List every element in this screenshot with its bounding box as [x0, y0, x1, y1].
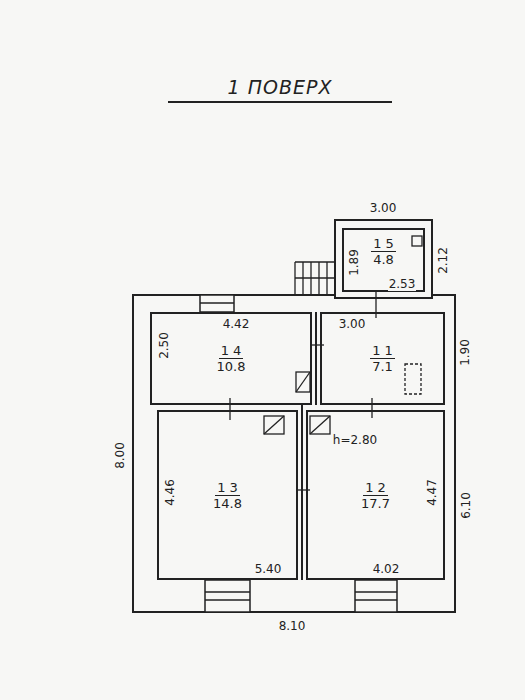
- dimension-label: 8.10: [278, 620, 307, 633]
- dimension-label: 4.47: [426, 478, 439, 507]
- room-number: 1 1: [370, 343, 395, 359]
- outer-wall: [133, 295, 455, 612]
- dimension-label: 8.00: [114, 441, 127, 470]
- floor-title: 1 ПОВЕРХ: [228, 76, 333, 98]
- dimension-label: 1.89: [348, 248, 361, 277]
- room-number: 1 5: [371, 236, 396, 252]
- room: 1 314.8: [157, 410, 298, 580]
- stove: [264, 416, 284, 434]
- window: [355, 599, 397, 601]
- partition-wall: [315, 312, 317, 405]
- dimension-label: 1.90: [459, 338, 472, 367]
- dimension-label: 2.50: [158, 331, 171, 360]
- dimension-label: 3.00: [369, 202, 398, 215]
- window: [205, 591, 250, 593]
- dimension-label: 4.42: [222, 318, 251, 331]
- dimension-label: 4.46: [164, 478, 177, 507]
- room-number: 1 4: [219, 343, 244, 359]
- window: [355, 591, 397, 593]
- dimension-label: 2.53: [388, 278, 417, 291]
- room-number: 1 3: [215, 480, 240, 496]
- window: [355, 580, 397, 612]
- room-area: 10.8: [215, 359, 248, 374]
- partition-wall: [301, 405, 303, 580]
- stair: [295, 277, 335, 278]
- sink: [405, 364, 421, 394]
- door-tick: [371, 398, 372, 418]
- window: [205, 580, 250, 612]
- stove: [296, 372, 310, 392]
- room-area: 7.1: [370, 359, 395, 374]
- fixture: [412, 236, 422, 246]
- stove: [310, 416, 330, 434]
- dimension-label: h=2.80: [332, 434, 378, 447]
- dimension-label: 3.00: [338, 318, 367, 331]
- stair: [295, 261, 335, 262]
- room-area: 4.8: [371, 252, 396, 267]
- title-underline: [168, 101, 392, 103]
- dimension-label: 5.40: [254, 563, 283, 576]
- door-tick: [229, 398, 230, 420]
- room-area: 14.8: [211, 496, 244, 511]
- window: [200, 295, 234, 312]
- stove: [296, 372, 310, 392]
- annex-wall: [335, 220, 432, 298]
- room-number: 1 2: [363, 480, 388, 496]
- dimension-label: 6.10: [460, 491, 473, 520]
- window: [200, 302, 234, 304]
- dimension-label: 2.12: [437, 246, 450, 275]
- window: [205, 599, 250, 601]
- room-area: 17.7: [359, 496, 392, 511]
- dimension-label: 4.02: [372, 563, 401, 576]
- stove: [310, 416, 330, 434]
- stove: [264, 416, 284, 434]
